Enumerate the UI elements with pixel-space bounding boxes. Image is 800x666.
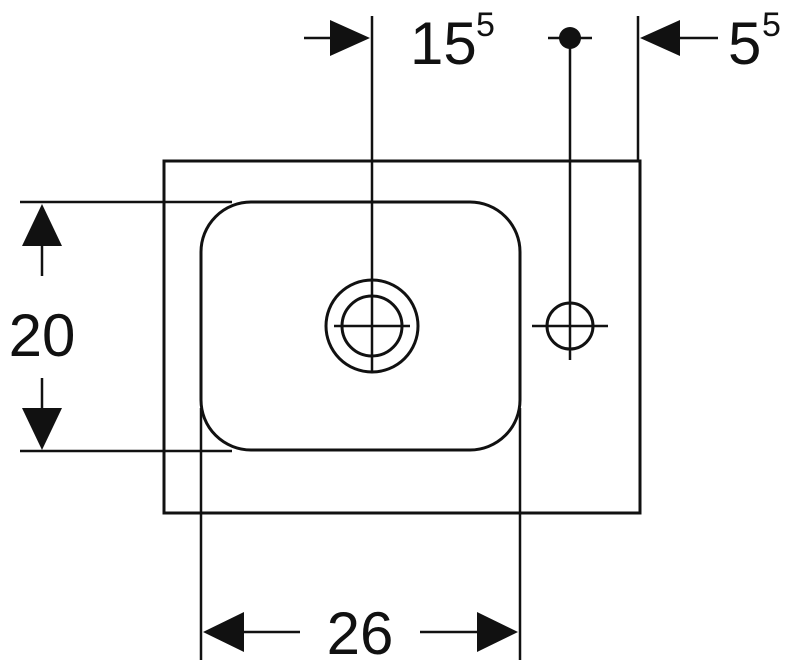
bowl-width-dimension (199, 408, 522, 660)
tap-marker-icon (548, 27, 592, 49)
tap-offset-superscript: 5 (762, 6, 781, 44)
basin-outline (162, 159, 642, 515)
drain-offset-superscript: 5 (476, 6, 495, 44)
bowl-depth-label: 20 (9, 302, 76, 369)
bowl-width-label: 26 (327, 600, 394, 666)
bowl-depth-dimension (20, 200, 232, 453)
tap-offset-arrow (640, 20, 718, 56)
drain-offset-arrow (304, 20, 370, 56)
drain-offset-label: 15 (410, 10, 477, 77)
tap-offset-label: 5 (728, 10, 761, 77)
